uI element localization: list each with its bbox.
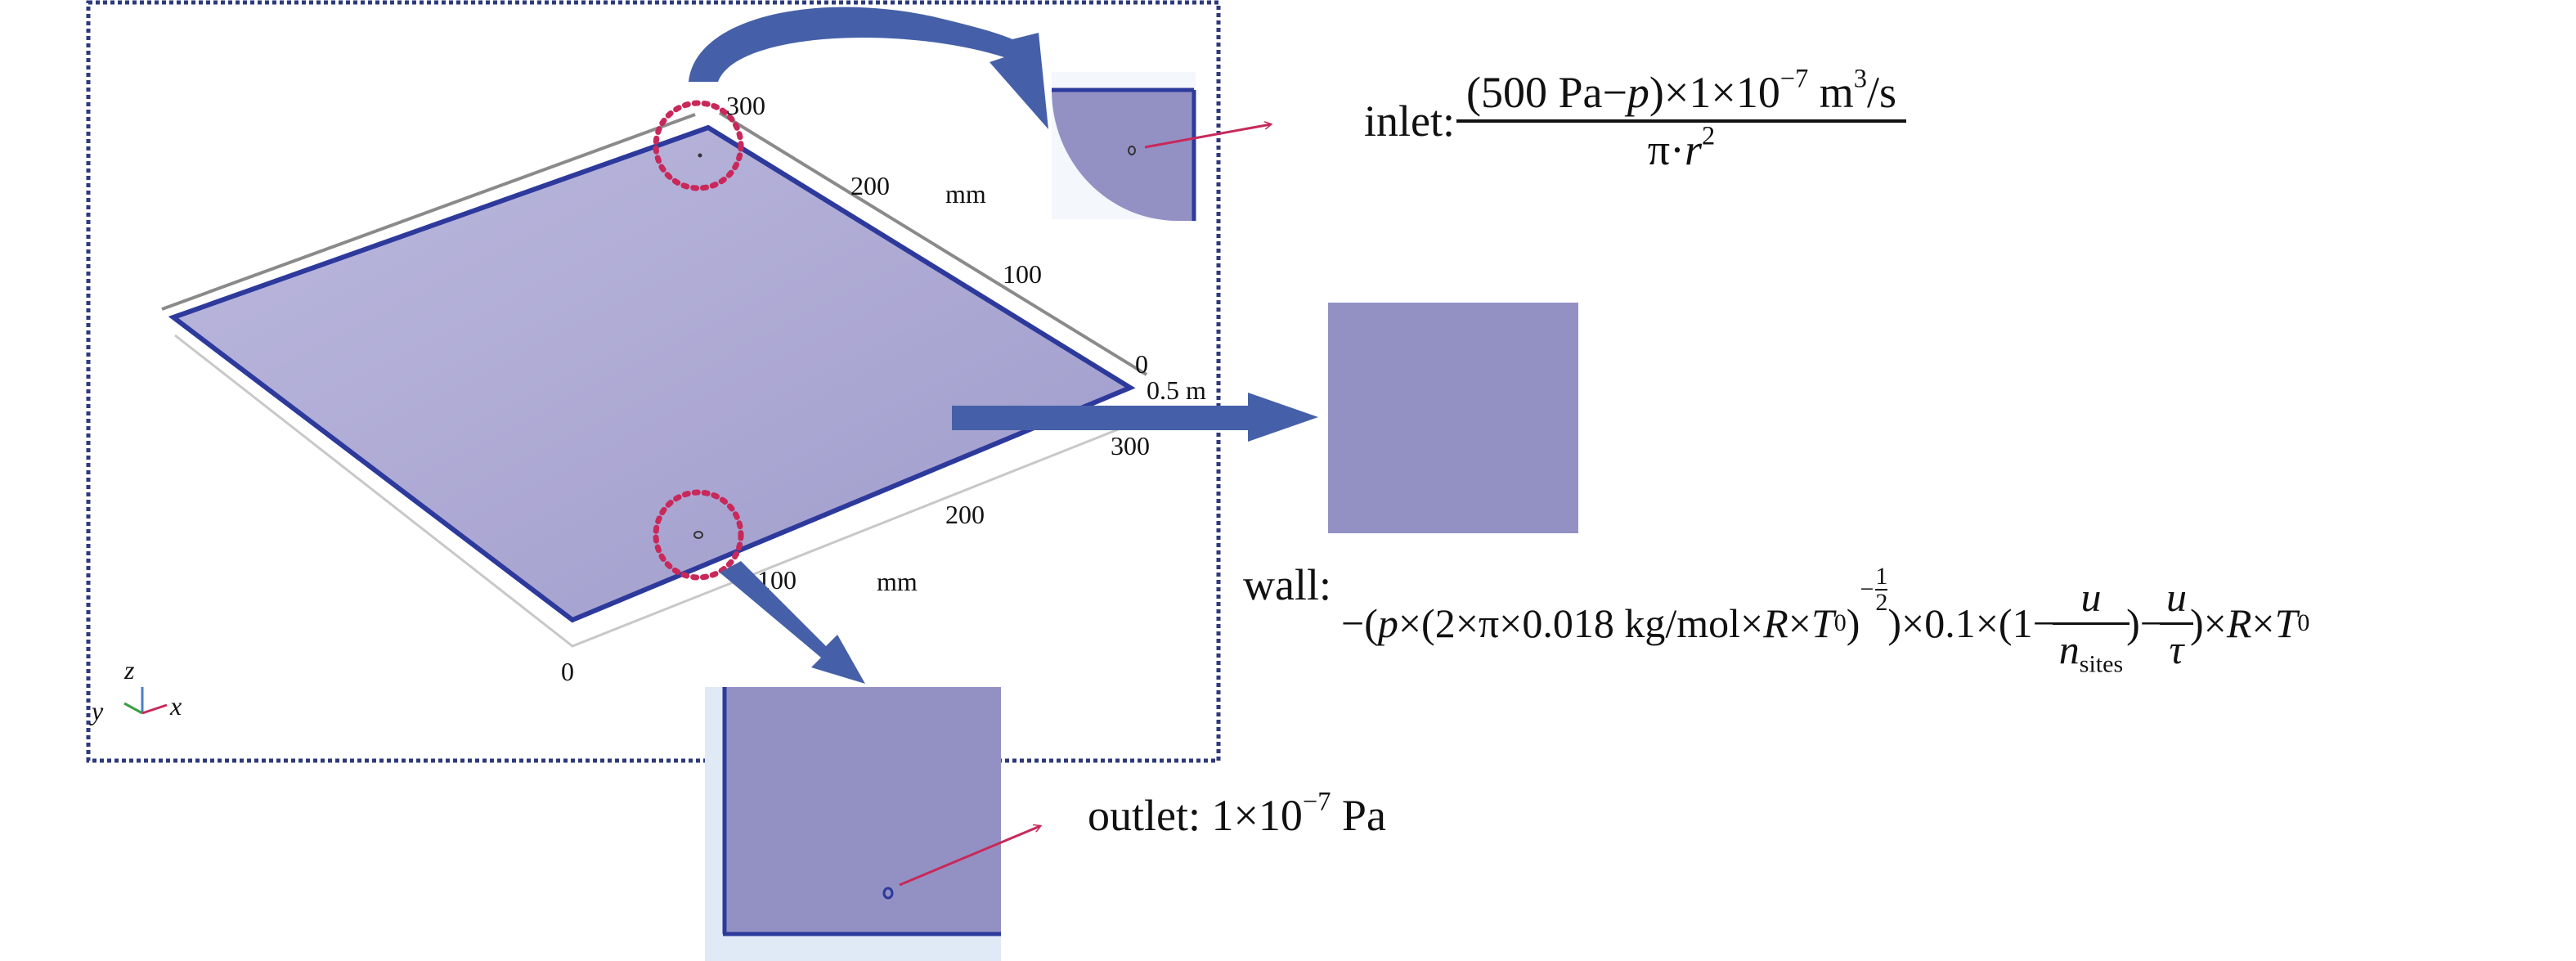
inlet-point — [698, 153, 702, 158]
wall-label: wall: — [1243, 560, 1331, 609]
inlet-inset — [1052, 72, 1271, 221]
plate-surface — [168, 124, 1136, 623]
outlet-callout-arrow — [720, 561, 865, 684]
inlet-highlight-circle — [653, 100, 744, 191]
inlet-label: inlet: — [1364, 97, 1455, 146]
triad-z-label: z — [123, 655, 135, 685]
outlet-inset — [705, 687, 1040, 961]
back-tick-300: 300 — [726, 91, 765, 120]
front-tick-300: 300 — [1111, 431, 1150, 460]
back-tick-0: 0 — [1135, 349, 1148, 379]
outlet-formula: outlet: 1×10−7 Pa — [1088, 787, 1386, 840]
dotted-frame — [86, 0, 1221, 763]
triad-y-label: y — [89, 696, 104, 725]
outlet-highlight-circle — [653, 489, 744, 581]
axis-line-back-left — [161, 113, 696, 311]
inlet-formula: inlet: (500 Pa−p)×1×10−7 m3/s π·r2 — [1364, 64, 1907, 172]
wall-callout-arrow — [952, 393, 1318, 442]
inlet-fraction: (500 Pa−p)×1×10−7 m3/s π·r2 — [1456, 64, 1907, 172]
back-tick-100: 100 — [1003, 259, 1042, 289]
front-tick-200: 200 — [945, 500, 985, 529]
back-unit: mm — [945, 179, 986, 209]
front-unit: mm — [877, 567, 918, 596]
outlet-point — [693, 531, 703, 539]
back-tick-200: 200 — [850, 171, 890, 200]
triad-x-label: x — [169, 691, 182, 721]
inlet-denominator: π·r2 — [1456, 119, 1907, 172]
front-tick-0: 0 — [561, 657, 574, 686]
inlet-callout-arrow — [689, 7, 1048, 129]
axis-line-back-right — [718, 111, 1148, 376]
axis-line-front — [174, 334, 1129, 648]
wall-inset — [1328, 303, 1578, 533]
scale-label: 0.5 m — [1147, 375, 1206, 405]
axis-triad: z y x — [89, 655, 182, 725]
inlet-numerator: (500 Pa−p)×1×10−7 m3/s — [1465, 64, 1897, 117]
